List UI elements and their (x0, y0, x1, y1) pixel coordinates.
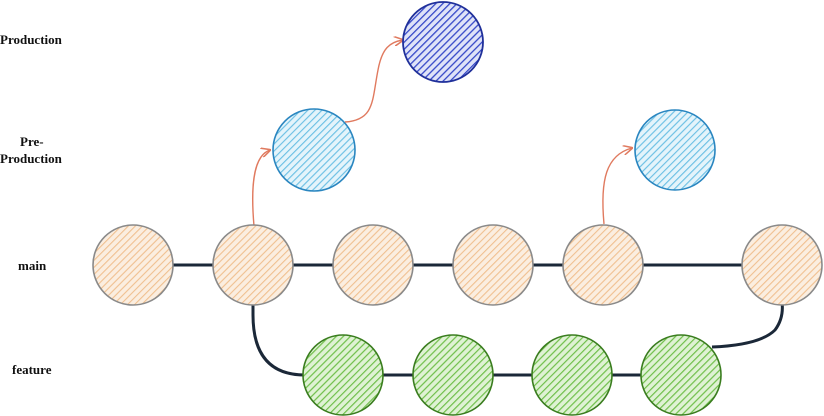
feature-commit-node (412, 334, 494, 416)
feature-commit-node (640, 334, 722, 416)
lane-label-feature: feature (12, 362, 52, 377)
main-commit-node (452, 224, 534, 306)
main-commit-node (332, 224, 414, 306)
main-commit-node (212, 224, 294, 306)
preprod-deploy-node (272, 108, 356, 192)
main-commit-node (741, 224, 823, 306)
promote-arrow-main-to-preprod-2 (602, 148, 632, 225)
main-commit-node (562, 224, 644, 306)
main-commit-node (92, 224, 174, 306)
lane-label-main: main (18, 258, 47, 273)
promote-arrow-preprod-to-prod (344, 40, 403, 123)
feature-commit-node (302, 334, 384, 416)
feature-merge-line (711, 301, 784, 349)
preprod-deploy-node (634, 109, 716, 191)
lane-label-production: Production (0, 32, 63, 47)
promote-arrow-main-to-preprod-1 (251, 150, 270, 227)
prod-deploy-node (402, 1, 484, 83)
feature-branch-out-line (251, 265, 306, 377)
lane-label-preproduction: Pre- Production (0, 134, 63, 166)
feature-commit-node (531, 334, 613, 416)
